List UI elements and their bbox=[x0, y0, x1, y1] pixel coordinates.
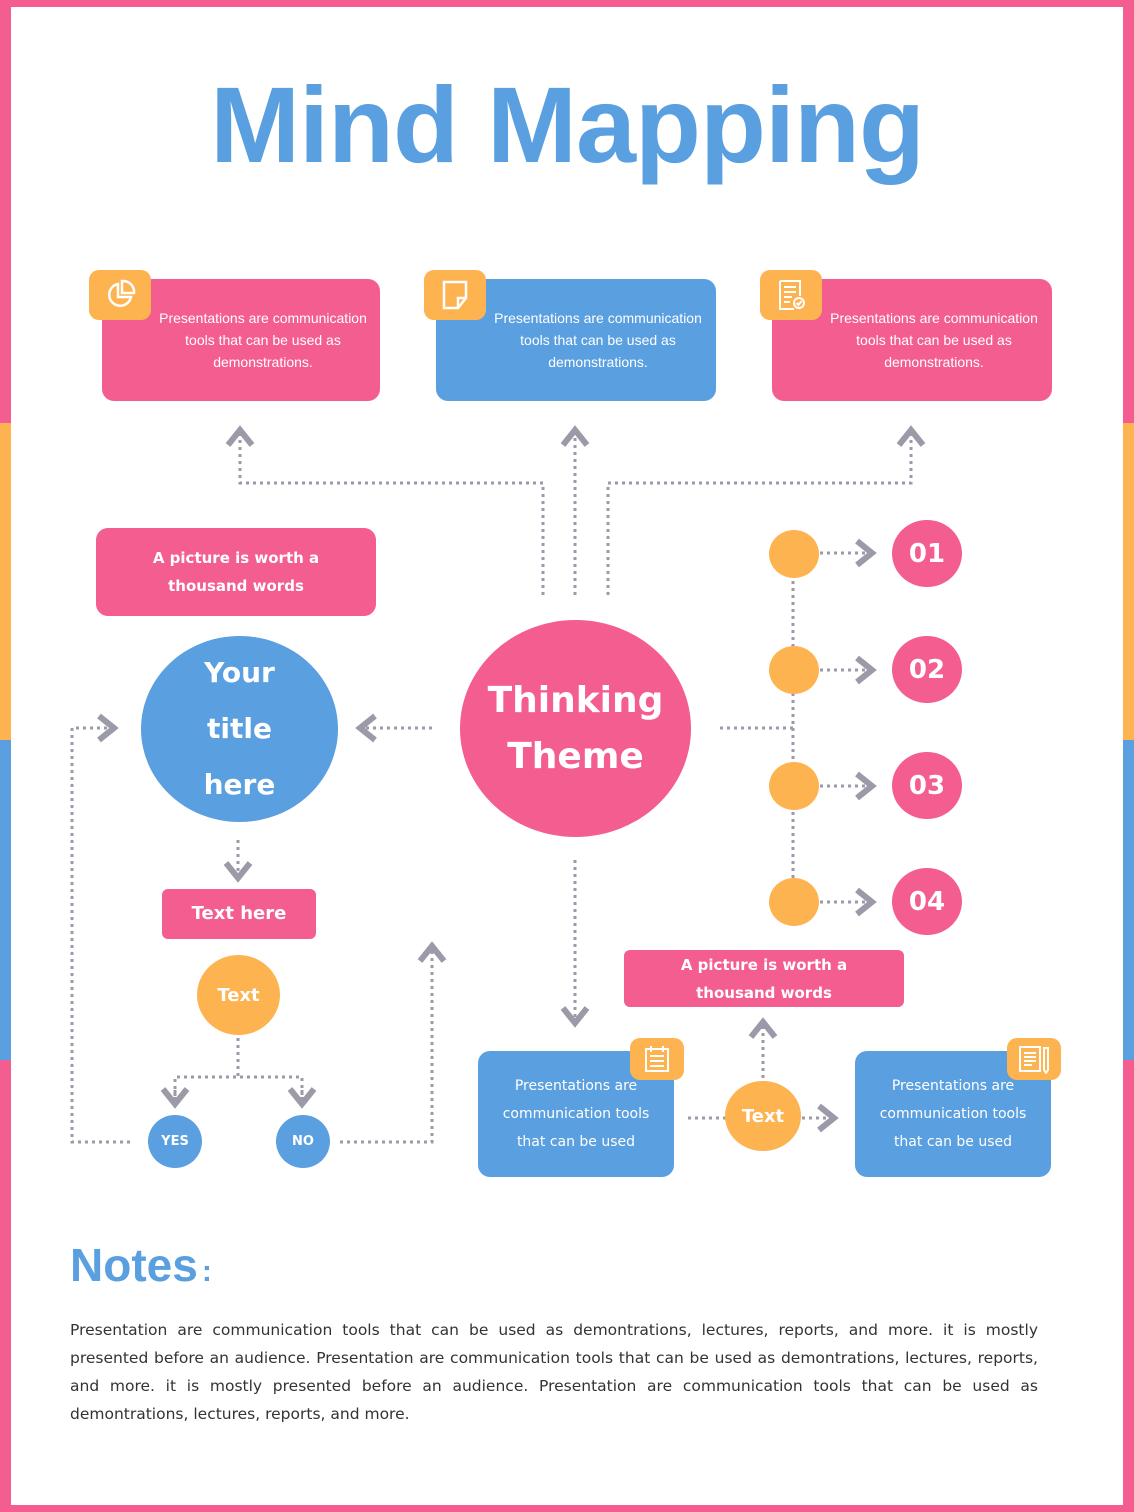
frame-right-blue bbox=[1123, 740, 1134, 1060]
text-circle-left-text: Text bbox=[217, 984, 260, 1006]
frame-right-orange bbox=[1123, 423, 1134, 740]
frame-left-orange bbox=[0, 423, 11, 740]
number-3-text: 03 bbox=[908, 770, 946, 801]
no-node: NO bbox=[276, 1115, 330, 1168]
bottom-box-2-text: Presentations are communication tools th… bbox=[879, 1078, 1027, 1150]
number-4: 04 bbox=[892, 868, 962, 935]
frame-left-pink2 bbox=[0, 1060, 11, 1512]
left-banner: A picture is worth a thousand words bbox=[96, 528, 376, 616]
page-title: Mind Mapping bbox=[210, 64, 925, 185]
text-here-text: Text here bbox=[191, 903, 287, 924]
left-title-circle: Your title here bbox=[141, 636, 338, 822]
center-theme-circle: Thinking Theme bbox=[460, 620, 691, 837]
frame-top bbox=[0, 0, 1134, 7]
text-here-label: Text here bbox=[162, 889, 316, 939]
number-4-text: 04 bbox=[908, 886, 946, 917]
text-circle-bottom: Text bbox=[725, 1081, 801, 1151]
frame-left-blue bbox=[0, 740, 11, 1060]
dot-1 bbox=[769, 530, 819, 578]
frame-left-pink bbox=[0, 0, 11, 423]
yes-text: YES bbox=[161, 1134, 189, 1149]
dot-3 bbox=[769, 762, 819, 810]
document-pencil-icon bbox=[1007, 1038, 1061, 1080]
frame-right-pink bbox=[1123, 0, 1134, 423]
right-banner-text: A picture is worth a thousand words bbox=[680, 955, 848, 1002]
note-icon bbox=[424, 270, 486, 320]
pie-chart-icon bbox=[89, 270, 151, 320]
left-banner-text: A picture is worth a thousand words bbox=[152, 549, 320, 595]
yes-node: YES bbox=[148, 1115, 202, 1168]
no-text: NO bbox=[292, 1134, 314, 1149]
number-1-text: 01 bbox=[908, 538, 946, 569]
notes-heading: Notes: bbox=[70, 1238, 212, 1292]
text-circle-left: Text bbox=[197, 955, 280, 1035]
dot-4 bbox=[769, 878, 819, 926]
text-circle-bottom-text: Text bbox=[741, 1105, 785, 1127]
number-3: 03 bbox=[892, 752, 962, 819]
notes-heading-text: Notes bbox=[70, 1239, 198, 1291]
notes-colon: : bbox=[201, 1255, 212, 1288]
center-theme-text: Thinking Theme bbox=[487, 679, 664, 777]
top-box-2-text: Presentations are communication tools th… bbox=[494, 310, 702, 370]
checklist-icon bbox=[760, 270, 822, 320]
frame-right-pink2 bbox=[1123, 1060, 1134, 1512]
number-2-text: 02 bbox=[908, 654, 946, 685]
notes-body: Presentation are communication tools tha… bbox=[70, 1321, 1038, 1423]
calendar-list-icon bbox=[630, 1038, 684, 1080]
left-title-text: Your title here bbox=[203, 656, 276, 801]
number-2: 02 bbox=[892, 636, 962, 703]
dot-2 bbox=[769, 646, 819, 694]
right-banner: A picture is worth a thousand words bbox=[624, 950, 904, 1007]
number-1: 01 bbox=[892, 520, 962, 587]
frame-bottom bbox=[0, 1505, 1134, 1512]
top-box-1-text: Presentations are communication tools th… bbox=[159, 310, 367, 370]
top-box-3-text: Presentations are communication tools th… bbox=[830, 310, 1038, 370]
bottom-box-1-text: Presentations are communication tools th… bbox=[502, 1078, 650, 1150]
